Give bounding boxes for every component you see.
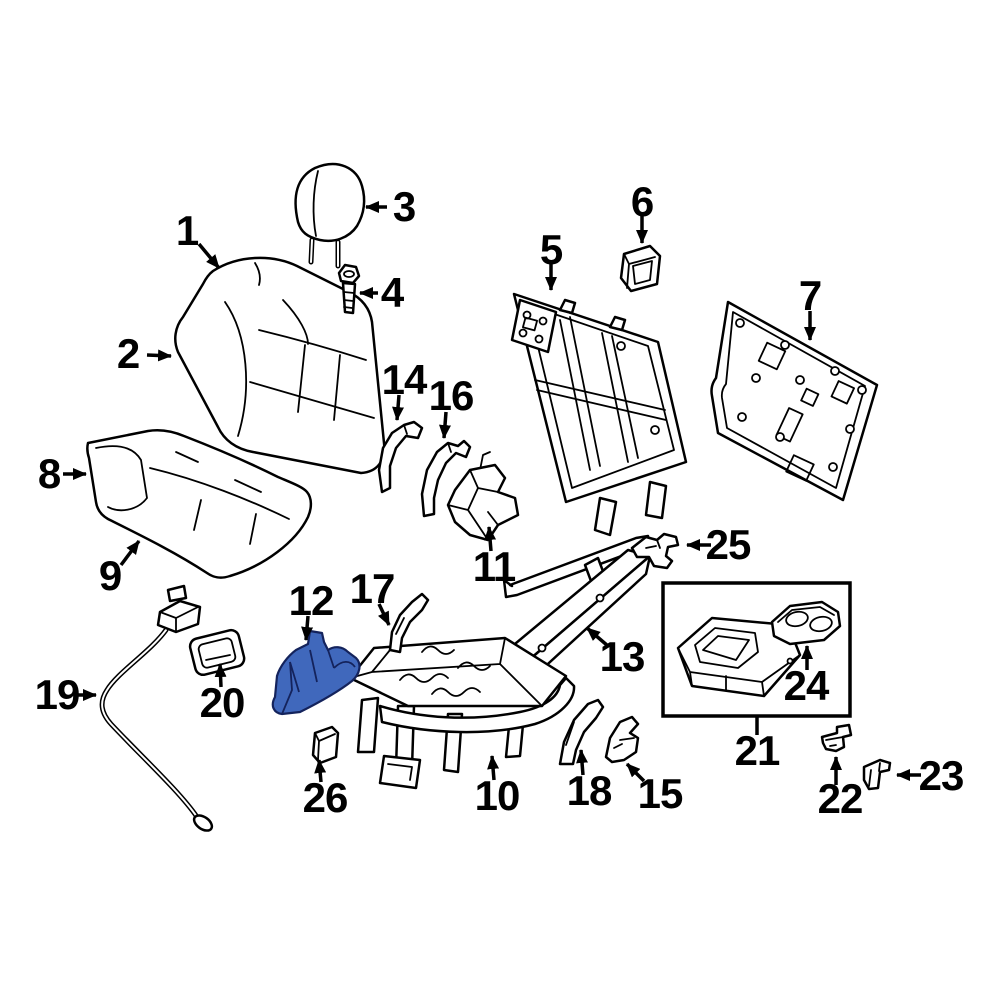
callout-22-label: 22 xyxy=(817,775,864,822)
callout-6-label: 6 xyxy=(630,178,654,225)
callout-8-label: 8 xyxy=(37,450,61,497)
callout-16-arrow xyxy=(439,411,451,439)
part-15-bracket xyxy=(604,715,640,764)
callout-2-arrow xyxy=(146,349,172,362)
part-22-clip xyxy=(820,723,853,753)
callout-11-arrow xyxy=(484,526,497,552)
part-3-headrest xyxy=(294,162,366,269)
callout-5-label: 5 xyxy=(539,226,563,273)
armrest-body xyxy=(676,616,802,698)
part-6-bracket xyxy=(619,244,662,293)
part-25-bracket xyxy=(630,532,680,570)
armrest-box-outline xyxy=(661,581,852,718)
part-4-headrest-guide xyxy=(337,263,361,315)
callout-15-arrow xyxy=(625,762,646,783)
callout-12-label: 12 xyxy=(288,577,335,624)
part-26-block xyxy=(311,725,340,765)
callout-10-label: 10 xyxy=(474,772,521,819)
callout-20-arrow xyxy=(214,663,227,688)
part-20-bezel xyxy=(188,628,246,677)
callout-18-label: 18 xyxy=(566,767,613,814)
callout-7-label: 7 xyxy=(798,272,822,319)
callout-23-label: 23 xyxy=(918,752,965,799)
callout-25-label: 25 xyxy=(705,521,752,568)
callout-arrow-layer xyxy=(63,201,921,785)
callout-10-arrow xyxy=(487,755,500,781)
callout-17-label: 17 xyxy=(349,565,396,612)
callout-26-label: 26 xyxy=(302,774,349,821)
callout-18-arrow xyxy=(576,749,589,776)
callout-2-label: 2 xyxy=(116,330,140,377)
part-8-9-seat-bottom-cushion xyxy=(86,428,313,579)
part-13-crossmember xyxy=(496,534,652,686)
callout-12-arrow xyxy=(301,615,314,641)
callout-19-label: 19 xyxy=(34,671,81,718)
callout-20-label: 20 xyxy=(199,679,246,726)
part-10-seat-cushion-frame xyxy=(348,636,576,790)
part-16-bracket xyxy=(420,439,472,518)
callout-3-label: 3 xyxy=(392,183,416,230)
callout-21-label: 21 xyxy=(734,727,781,774)
part-19-release-cable xyxy=(99,584,214,832)
part-12-highlighted-cover xyxy=(271,629,361,716)
callout-16-label: 16 xyxy=(428,372,475,419)
callout-14-arrow xyxy=(392,394,405,421)
callout-9-label: 9 xyxy=(98,552,122,599)
callout-1-label: 1 xyxy=(175,207,199,254)
callout-11-label: 11 xyxy=(472,543,516,590)
callout-26-arrow xyxy=(314,759,327,783)
callout-17-arrow xyxy=(377,603,391,626)
part-18-strap xyxy=(558,698,605,766)
callout-13-label: 13 xyxy=(599,633,646,680)
part-23-cover xyxy=(862,758,892,791)
part-14-bracket xyxy=(377,420,424,494)
callout-24-label: 24 xyxy=(783,662,830,709)
callout-14-label: 14 xyxy=(381,356,428,403)
part-17-strap xyxy=(388,592,430,654)
part-21-armrest-assembly xyxy=(661,581,852,718)
callout-9-arrow xyxy=(119,539,141,567)
part-1-seat-back-cushion xyxy=(174,256,386,475)
part-24-cupholder-tray xyxy=(770,600,842,646)
callout-1-arrow xyxy=(197,242,221,270)
part-7-back-panel xyxy=(710,300,879,502)
part-5-seat-back-frame xyxy=(510,292,688,537)
callout-15-label: 15 xyxy=(637,770,684,817)
callout-13-arrow xyxy=(585,626,610,648)
callout-4-label: 4 xyxy=(380,269,404,316)
part-11-latch xyxy=(446,451,520,542)
